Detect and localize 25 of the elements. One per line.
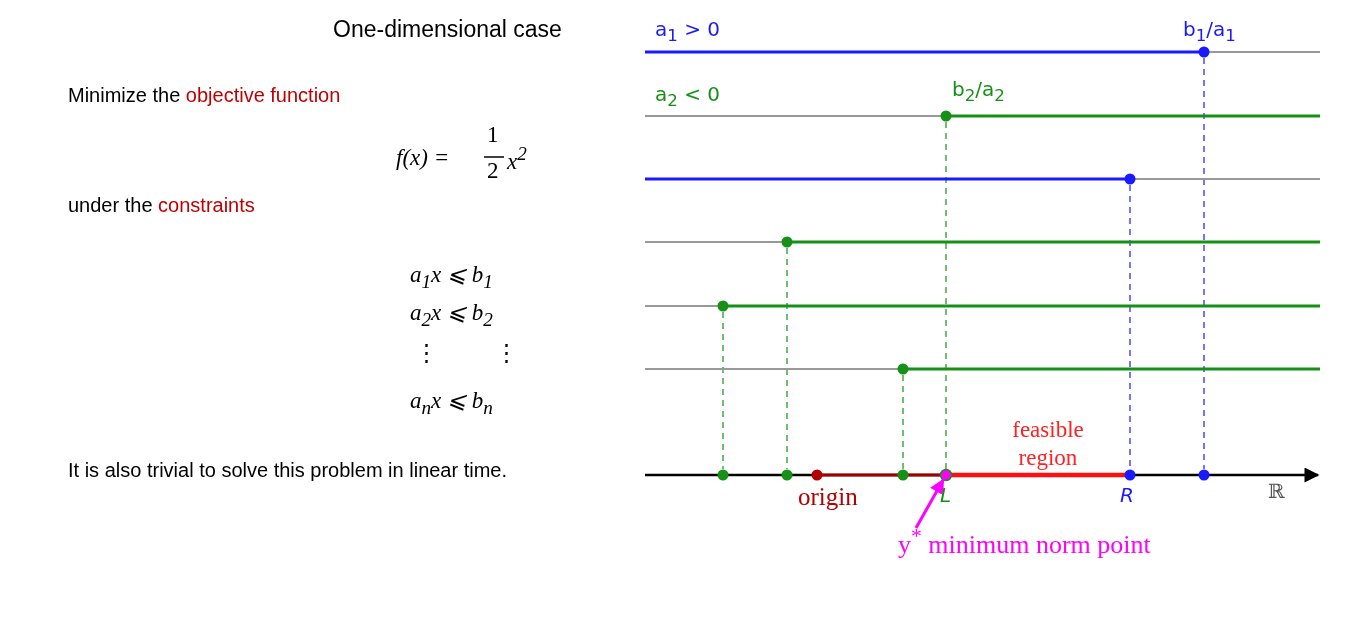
formula: x$^{2}$ bbox=[507, 143, 527, 176]
sentence: Minimize the objective function bbox=[68, 84, 341, 107]
point-label: L bbox=[940, 484, 952, 507]
line-label: a$_{1}$ > 0 bbox=[655, 18, 721, 46]
sentence: under the constraints bbox=[68, 194, 255, 217]
fraction-denominator: 2 bbox=[487, 158, 499, 185]
point-marker bbox=[939, 468, 953, 482]
slide-title: One-dimensional case bbox=[333, 16, 562, 43]
leader-arrow bbox=[914, 478, 945, 529]
point-label: R bbox=[1120, 484, 1134, 507]
constraint-formula: a$_{1}$x ⩽ b$_{1}$ bbox=[410, 262, 493, 293]
point-label: b$_{2}$/a$_{2}$ bbox=[952, 78, 1005, 106]
callout-text: y$^{*}$ minimum norm point bbox=[898, 524, 1151, 560]
point-label: origin bbox=[798, 483, 858, 512]
fraction-numerator: 1 bbox=[487, 122, 499, 149]
line-label: a$_{2}$ < 0 bbox=[655, 83, 721, 111]
formula: f(x) = bbox=[396, 145, 450, 172]
axis-label: ℝ bbox=[1268, 480, 1285, 503]
ellipsis: ⋮ bbox=[415, 340, 438, 367]
constraint-formula: a$_{n}$x ⩽ b$_{n}$ bbox=[410, 388, 493, 419]
ellipsis: ⋮ bbox=[495, 340, 518, 367]
region-label: feasible region bbox=[1011, 416, 1085, 472]
constraint-formula: a$_{2}$x ⩽ b$_{2}$ bbox=[410, 300, 493, 331]
point-label: b$_{1}$/a$_{1}$ bbox=[1183, 18, 1236, 46]
sentence: It is also trivial to solve this problem in linear time. bbox=[68, 459, 508, 482]
